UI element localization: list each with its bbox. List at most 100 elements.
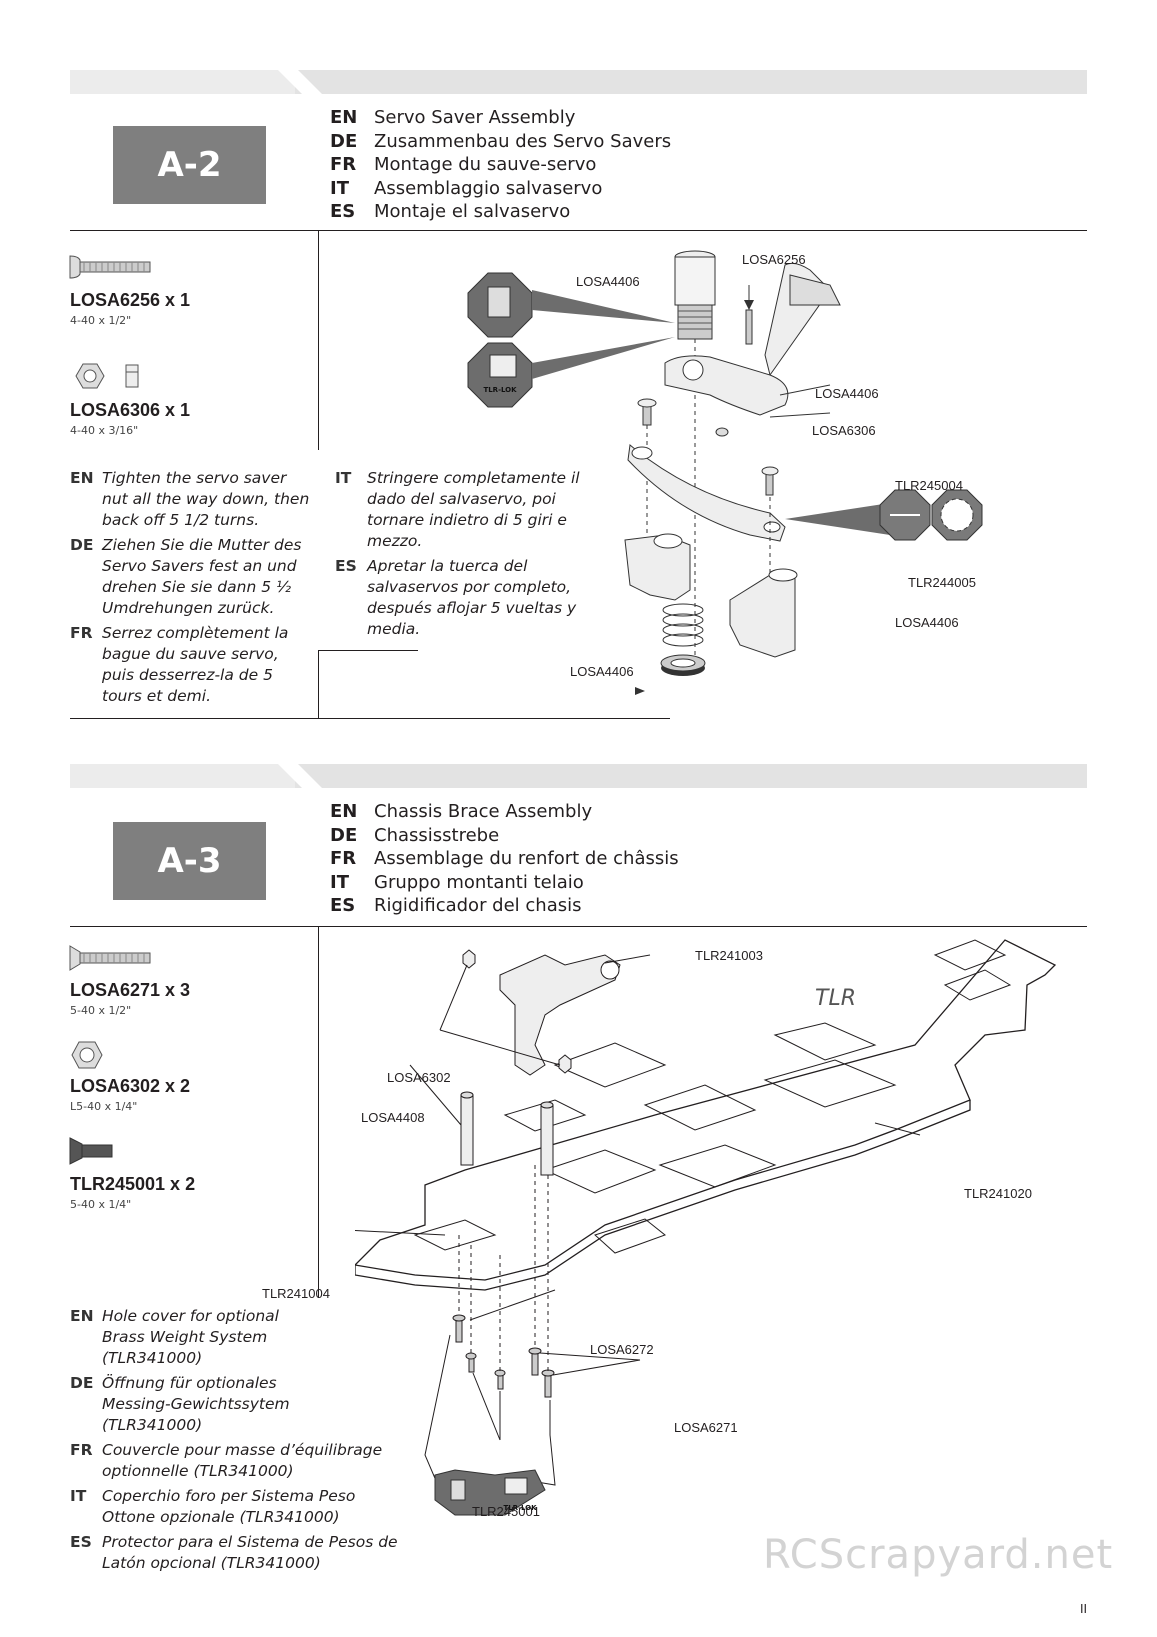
note-row: IT Stringere completamente il dado del sa… [335, 468, 595, 552]
lock-nut-icon [71, 1041, 103, 1069]
lang-code: EN [70, 1307, 94, 1325]
divider [318, 650, 319, 718]
chassis-logo-icon: TLR [815, 986, 856, 1011]
title-text: Zusammenbau des Servo Savers [374, 130, 672, 152]
callout-label: TLR241020 [964, 1186, 1032, 1201]
part-name: LOSA6302 x 2 [70, 1076, 191, 1096]
lang-code: FR [330, 848, 357, 869]
lang-code: FR [330, 154, 357, 175]
lang-code: IT [335, 469, 352, 487]
title-text: Gruppo montanti telaio [374, 871, 584, 893]
title-text: Chassisstrebe [374, 824, 500, 846]
part-size: 4-40 x 3/16" [70, 424, 139, 437]
lang-code: EN [330, 107, 358, 128]
callout-label: LOSA4406 [895, 615, 959, 630]
note-row: DE Öffnung für optionales Messing-Gewicht… [70, 1373, 410, 1436]
note-row: ES Protector para el Sistema de Pesos de … [70, 1532, 410, 1574]
step-badge-a3: A-3 [113, 822, 266, 900]
flat-head-screw-icon [69, 945, 151, 971]
note-text: Serrez complètement la bague du sauve se… [102, 624, 289, 705]
title-text: Assemblaggio salvaservo [374, 177, 603, 199]
note-text: Couvercle pour masse d’équilibrage optio… [102, 1441, 383, 1480]
callout-label: LOSA4408 [361, 1110, 425, 1125]
note-row: EN Tighten the servo saver nut all the wa… [70, 468, 315, 531]
part-name: LOSA6256 x 1 [70, 290, 191, 310]
callout-label: TLR241003 [695, 948, 763, 963]
lang-code: EN [70, 469, 94, 487]
lang-code: ES [330, 201, 356, 222]
callout-label: TLR244005 [908, 575, 976, 590]
note-row: EN Hole cover for optional Brass Weight S… [70, 1306, 410, 1369]
watermark: RCScrapyard.net [763, 1532, 1114, 1578]
title-text: Rigidificador del chasis [374, 895, 582, 916]
part-size: 4-40 x 1/2" [70, 314, 132, 327]
step-badge-a2: A-2 [113, 126, 266, 204]
divider [318, 230, 319, 450]
part-name: LOSA6306 x 1 [70, 400, 191, 420]
note-text: Hole cover for optional Brass Weight Sys… [102, 1307, 279, 1367]
title-row: FR Montage du sauve-servo [330, 153, 671, 177]
lang-code: FR [70, 1441, 93, 1459]
callout-label: TLR245004 [895, 478, 963, 493]
section-banner-a2 [70, 70, 1087, 94]
servo-saver-diagram: TLR-LOK [467, 250, 983, 695]
lang-code: FR [70, 624, 93, 642]
lang-code: ES [330, 895, 356, 916]
button-head-screw-icon [69, 255, 151, 279]
part-size: 5-40 x 1/2" [70, 1004, 132, 1017]
callout-label: TLR241004 [262, 1286, 330, 1301]
lang-code: IT [330, 177, 349, 199]
title-text: Assemblage du renfort de châssis [374, 848, 679, 869]
note-row: IT Coperchio foro per Sistema Peso Ottone… [70, 1486, 410, 1528]
part-size: 5-40 x 1/4" [70, 1198, 132, 1211]
note-text: Coperchio foro per Sistema Peso Ottone o… [102, 1487, 356, 1526]
lang-code: ES [335, 557, 357, 575]
section-banner-a3 [70, 764, 1087, 788]
note-text: Stringere completamente il dado del salv… [367, 469, 580, 550]
lock-nut-icon [75, 363, 139, 389]
title-row: DE Zusammenbau des Servo Savers [330, 130, 671, 154]
title-row: FR Assemblage du renfort de châssis [330, 847, 679, 871]
title-text: Montage du sauve-servo [374, 154, 597, 175]
lang-code: IT [330, 871, 349, 893]
note-text: Protector para el Sistema de Pesos de La… [102, 1533, 398, 1572]
lang-code: ES [70, 1533, 92, 1551]
note-text: Apretar la tuerca del salvaservos por co… [367, 557, 577, 638]
flat-head-screw-icon [69, 1137, 113, 1165]
divider [70, 926, 1087, 927]
title-text: Montaje el salvaservo [374, 201, 571, 222]
divider [318, 650, 418, 651]
callout-label: LOSA6272 [590, 1342, 654, 1357]
note-text: Öffnung für optionales Messing-Gewichtss… [102, 1374, 290, 1434]
callout-label: LOSA6256 [742, 252, 806, 267]
lang-code: DE [70, 1374, 94, 1392]
title-row: IT Assemblaggio salvaservo [330, 177, 671, 201]
note-row: ES Apretar la tuerca del salvaservos por … [335, 556, 595, 640]
part-size: L5-40 x 1/4" [70, 1100, 138, 1113]
lang-code: EN [330, 801, 358, 822]
notes-left-a2: EN Tighten the servo saver nut all the wa… [70, 468, 315, 711]
callout-label: LOSA4406 [570, 664, 634, 679]
notes-a3: EN Hole cover for optional Brass Weight S… [70, 1306, 410, 1578]
title-text: Servo Saver Assembly [374, 107, 576, 128]
title-row: ES Rigidificador del chasis [330, 894, 679, 918]
divider [318, 926, 319, 1298]
lang-code: DE [70, 536, 94, 554]
divider [70, 718, 670, 719]
part-name: LOSA6271 x 3 [70, 980, 191, 1000]
lang-code: IT [70, 1487, 87, 1505]
part-name: TLR245001 x 2 [70, 1174, 196, 1194]
tlr-lok-badge-text: TLR-LOK [503, 1504, 537, 1512]
title-row: IT Gruppo montanti telaio [330, 871, 679, 895]
note-text: Ziehen Sie die Mutter des Servo Savers f… [102, 536, 302, 617]
callout-label: TLR245001 [472, 1504, 540, 1519]
callout-label: LOSA4406 [815, 386, 879, 401]
callout-label: LOSA6306 [812, 423, 876, 438]
lang-code: DE [330, 130, 358, 152]
step-titles-a2: EN Servo Saver Assembly DE Zusammenbau des… [330, 106, 671, 224]
note-text: Tighten the servo saver nut all the way … [102, 469, 310, 529]
note-row: DE Ziehen Sie die Mutter des Servo Savers… [70, 535, 315, 619]
